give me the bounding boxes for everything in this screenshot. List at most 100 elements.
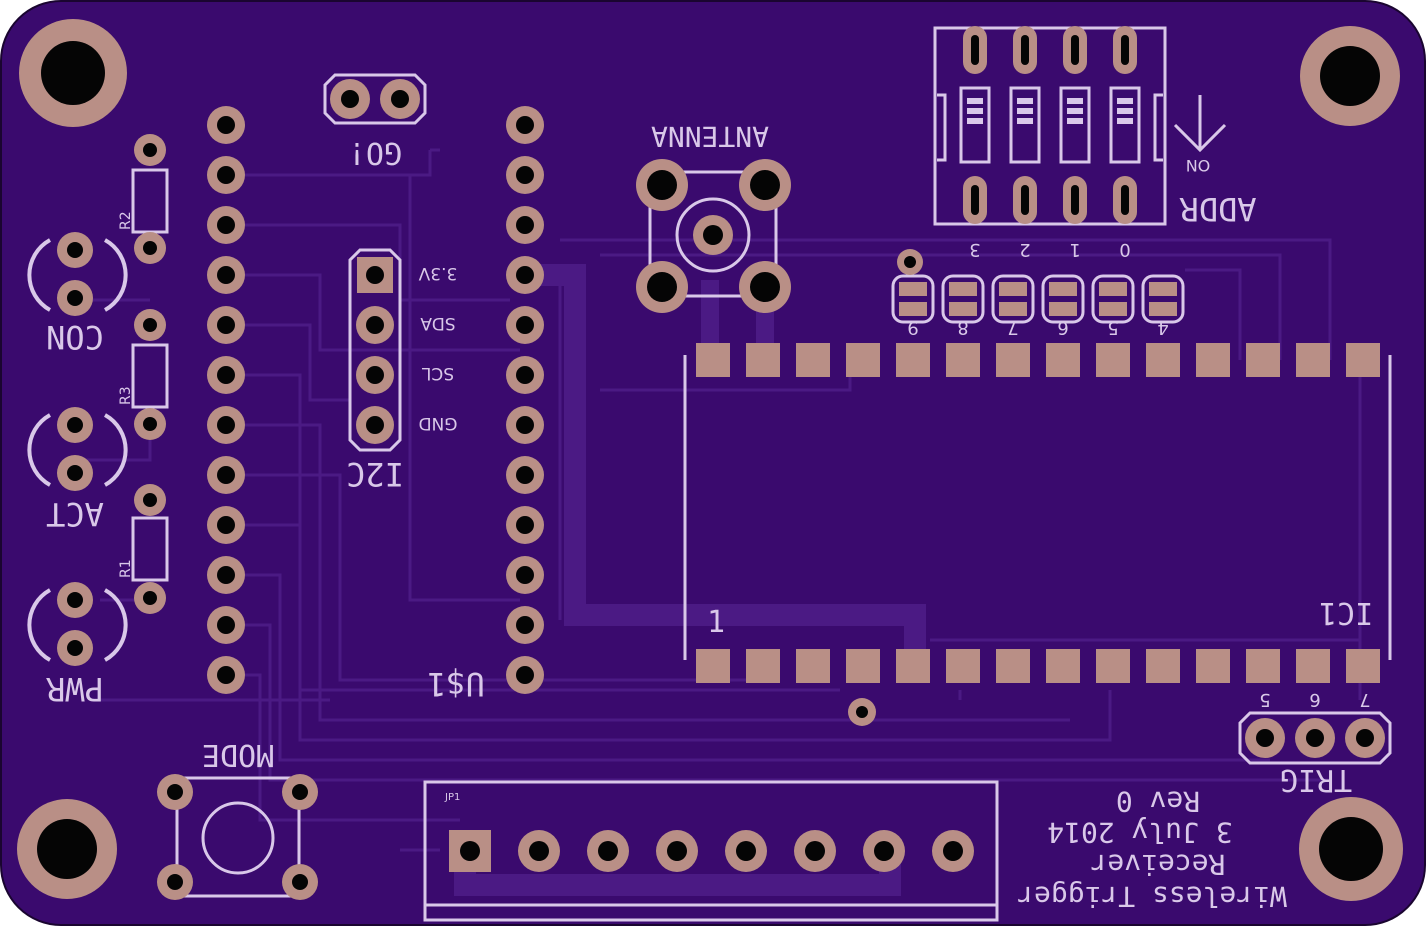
ic-pad bbox=[1046, 649, 1080, 683]
trig-header bbox=[1238, 711, 1392, 765]
jumper-digit-label: 4 bbox=[1157, 317, 1168, 338]
jumper-digit-label: 6 bbox=[1057, 317, 1068, 338]
label-i2c: I2C bbox=[346, 455, 404, 493]
ic-pad bbox=[1096, 343, 1130, 377]
jumper-digit-label: 7 bbox=[1007, 317, 1018, 338]
drill-hole bbox=[516, 316, 534, 334]
drill-hole bbox=[598, 841, 618, 861]
ic-pad bbox=[796, 649, 830, 683]
jumper-pad bbox=[999, 302, 1027, 316]
drill-hole bbox=[217, 666, 235, 684]
jumper-digit-label: 5 bbox=[1107, 317, 1118, 338]
drill-hole bbox=[874, 841, 894, 861]
drill-hole bbox=[516, 216, 534, 234]
drill-hole bbox=[1021, 185, 1029, 215]
led-act bbox=[27, 407, 128, 491]
drill-hole bbox=[516, 166, 534, 184]
label-3v3: 3.3V bbox=[418, 263, 457, 283]
u1-left-header bbox=[207, 106, 245, 694]
ic-pad bbox=[1196, 649, 1230, 683]
resistor-r3 bbox=[131, 309, 169, 440]
drill-hole bbox=[943, 841, 963, 861]
drill-hole bbox=[516, 466, 534, 484]
label-r1: R1 bbox=[118, 559, 134, 578]
dip-switch-lever bbox=[967, 98, 983, 104]
jumper-pad bbox=[899, 282, 927, 296]
power-trace bbox=[525, 264, 926, 665]
ic1-bottom-pads bbox=[696, 649, 1380, 683]
jumper-pad bbox=[1149, 302, 1177, 316]
silkscreen-text: CON ACT PWR R2 R3 R1 GO! I2C 3.3V SDA SC… bbox=[45, 120, 1373, 803]
ic-pad bbox=[896, 649, 930, 683]
jumper-pad bbox=[1099, 302, 1127, 316]
drill-hole bbox=[667, 841, 687, 861]
dip-switch-lever bbox=[1067, 108, 1083, 114]
antenna-connector bbox=[636, 159, 791, 313]
title-block: Wireless Trigger Receiver 3 July 2014 Re… bbox=[1017, 785, 1287, 913]
jumper-pad bbox=[1149, 282, 1177, 296]
ic-pad bbox=[696, 343, 730, 377]
drill-hole bbox=[1121, 35, 1129, 65]
dip-switch-lever bbox=[1117, 118, 1133, 124]
dip-switch-lever bbox=[1117, 108, 1133, 114]
jumper-pad bbox=[1099, 282, 1127, 296]
addr-digit-label: 0 bbox=[1119, 239, 1130, 260]
addr-digit-label: 3 bbox=[969, 239, 980, 260]
drill-hole bbox=[516, 616, 534, 634]
dip-switch-lever bbox=[967, 118, 983, 124]
drill-hole bbox=[516, 366, 534, 384]
resistor-r2 bbox=[131, 134, 169, 264]
label-sda: SDA bbox=[420, 313, 456, 333]
ic-pad bbox=[1296, 343, 1330, 377]
led-con bbox=[27, 232, 128, 316]
dip-switch-body bbox=[1109, 86, 1141, 164]
label-jp1: JP1 bbox=[444, 792, 460, 803]
drill-hole bbox=[217, 166, 235, 184]
dip-switch-lever bbox=[1117, 98, 1133, 104]
ic-pad bbox=[1096, 649, 1130, 683]
resistor-r1 bbox=[131, 484, 169, 614]
dip-switch-body bbox=[1059, 86, 1091, 164]
label-ic1: IC1 bbox=[1319, 595, 1373, 630]
label-con: CON bbox=[46, 318, 104, 356]
drill-hole bbox=[217, 366, 235, 384]
label-pin1: 1 bbox=[707, 605, 725, 640]
ic-pad bbox=[846, 649, 880, 683]
drill-hole bbox=[217, 466, 235, 484]
ic-pad bbox=[1146, 649, 1180, 683]
drill-hole bbox=[217, 116, 235, 134]
ic-pad bbox=[696, 649, 730, 683]
go-jumper bbox=[323, 73, 427, 125]
dip-switch-body bbox=[1009, 86, 1041, 164]
label-pwr: PWR bbox=[45, 670, 104, 708]
ic-pad bbox=[896, 343, 930, 377]
drill-hole bbox=[1121, 185, 1129, 215]
label-trig: TRIG bbox=[1280, 762, 1352, 797]
label-scl: SCL bbox=[421, 363, 454, 383]
ic-pad bbox=[846, 343, 880, 377]
trig-digit-label: 5 bbox=[1259, 689, 1270, 710]
addr-dip-switch bbox=[933, 26, 1167, 226]
drill-hole bbox=[516, 566, 534, 584]
drill-hole bbox=[1071, 185, 1079, 215]
drill-hole bbox=[971, 185, 979, 215]
jumper-outline bbox=[891, 274, 935, 324]
trig-digit-label: 7 bbox=[1359, 689, 1370, 710]
jumper-pad bbox=[899, 302, 927, 316]
drill-hole bbox=[971, 35, 979, 65]
ic-pad bbox=[1146, 343, 1180, 377]
label-antenna: ANTENNA bbox=[651, 120, 769, 153]
label-addr: ADDR bbox=[1179, 190, 1257, 228]
i2c-header bbox=[348, 248, 402, 452]
dip-switch-lever bbox=[1067, 118, 1083, 124]
jumper-digit-label: 8 bbox=[957, 317, 968, 338]
jumper-outline bbox=[941, 274, 985, 324]
drill-hole bbox=[217, 516, 235, 534]
label-go: GO! bbox=[348, 135, 402, 170]
dip-switch-lever bbox=[1017, 108, 1033, 114]
ic-pad bbox=[746, 649, 780, 683]
drill-hole bbox=[516, 516, 534, 534]
trace-layer bbox=[80, 148, 1362, 852]
title-line-3: 3 July 2014 bbox=[1047, 816, 1232, 849]
